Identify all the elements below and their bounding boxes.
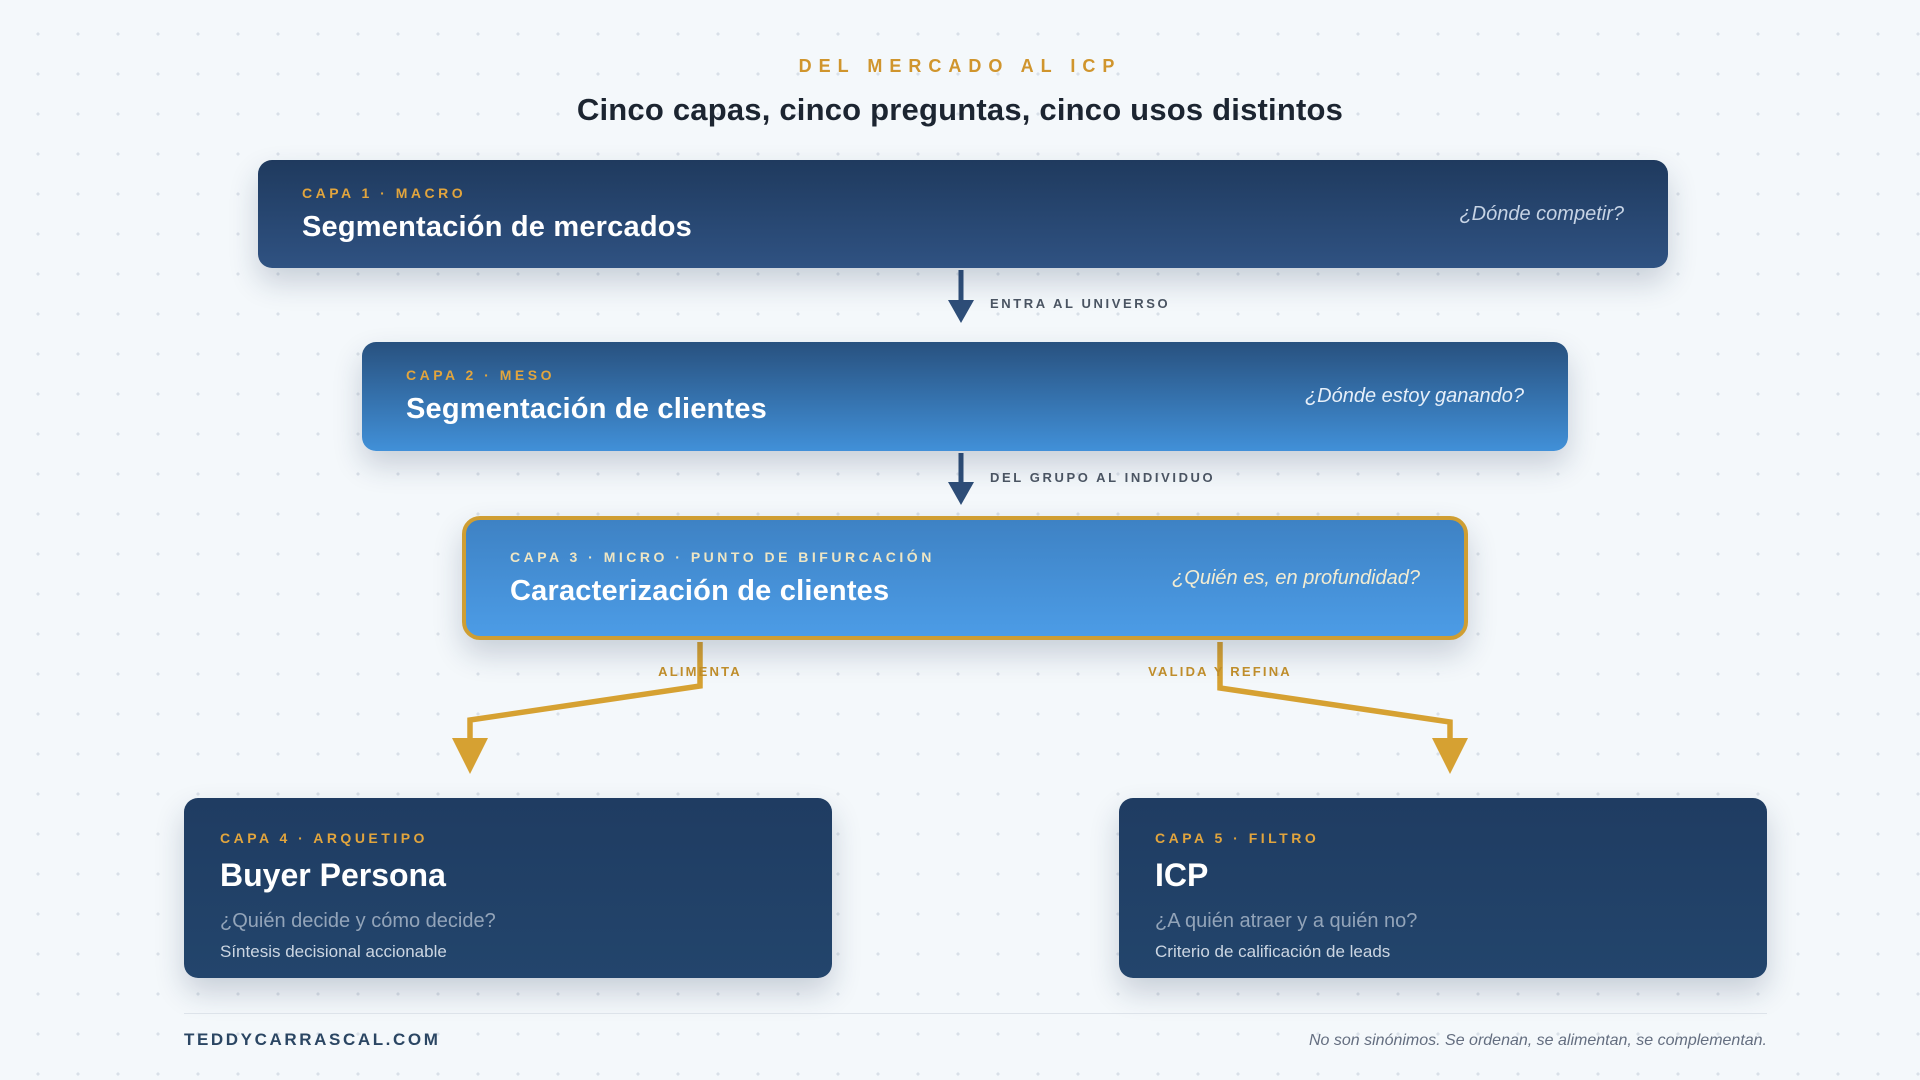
footer-site-link[interactable]: TEDDYCARRASCAL.COM <box>184 1030 441 1049</box>
layer-card-text: CAPA 2 · MESO Segmentación de clientes <box>406 367 767 426</box>
layer-label: CAPA 2 · MESO <box>406 367 555 383</box>
layer-label: CAPA 3 · MICRO · PUNTO DE BIFURCACIÓN <box>510 548 935 565</box>
arrow-down-icon <box>948 482 974 505</box>
layer-card-buyer-persona: CAPA 4 · ARQUETIPO Buyer Persona ¿Quién … <box>184 798 832 978</box>
layer-question: ¿Quién decide y cómo decide? <box>220 910 496 932</box>
flow-arrow-2 <box>948 453 974 505</box>
layer-card-meso: CAPA 2 · MESO Segmentación de clientes ¿… <box>362 342 1568 451</box>
layer-title: Segmentación de clientes <box>406 393 767 425</box>
layer-question: ¿Quién es, en profundidad? <box>1172 566 1420 589</box>
layer-label: CAPA 4 · ARQUETIPO <box>220 830 428 846</box>
arrow-down-icon <box>1432 738 1468 774</box>
layer-card-macro: CAPA 1 · MACRO Segmentación de mercados … <box>258 160 1668 268</box>
layer-title: Segmentación de mercados <box>302 210 692 243</box>
layer-title: Caracterización de clientes <box>510 574 890 607</box>
layer-question: ¿Dónde competir? <box>1459 202 1624 225</box>
layer-card-text: CAPA 3 · MICRO · PUNTO DE BIFURCACIÓN Ca… <box>510 549 935 608</box>
layer-title: ICP <box>1155 857 1209 893</box>
layer-label: CAPA 5 · FILTRO <box>1155 830 1320 846</box>
page-title: Cinco capas, cinco preguntas, cinco usos… <box>576 92 1344 127</box>
header-kicker: DEL MERCADO AL ICP <box>798 56 1122 76</box>
arrow-down-icon <box>948 300 974 323</box>
layer-question: ¿A quién atraer y a quién no? <box>1155 910 1418 932</box>
flow-arrow-1-label: ENTRA AL UNIVERSO <box>990 296 1171 311</box>
layer-card-micro: CAPA 3 · MICRO · PUNTO DE BIFURCACIÓN Ca… <box>462 516 1468 640</box>
layer-question: ¿Dónde estoy ganando? <box>1304 385 1524 407</box>
layer-title: Buyer Persona <box>220 857 446 893</box>
branch-left-connector <box>452 642 703 774</box>
footer-note: No son sinónimos. Se ordenan, se aliment… <box>1308 1032 1767 1049</box>
layer-subtitle: Criterio de calificación de leads <box>1155 942 1391 961</box>
layer-subtitle: Síntesis decisional accionable <box>220 942 447 961</box>
layer-card-text: CAPA 1 · MACRO Segmentación de mercados <box>302 185 692 244</box>
layer-label: CAPA 1 · MACRO <box>302 184 467 201</box>
header: DEL MERCADO AL ICP Cinco capas, cinco pr… <box>0 56 1920 128</box>
arrow-down-icon <box>452 738 488 774</box>
flow-arrow-1 <box>948 270 974 323</box>
branch-left-label: ALIMENTA <box>658 664 742 679</box>
branch-right-connector <box>1217 642 1468 774</box>
layer-card-icp: CAPA 5 · FILTRO ICP ¿A quién atraer y a … <box>1119 798 1767 978</box>
footer-divider <box>184 1013 1767 1014</box>
flow-arrow-2-label: DEL GRUPO AL INDIVIDUO <box>990 470 1216 485</box>
branch-right-label: VALIDA Y REFINA <box>1148 664 1292 679</box>
